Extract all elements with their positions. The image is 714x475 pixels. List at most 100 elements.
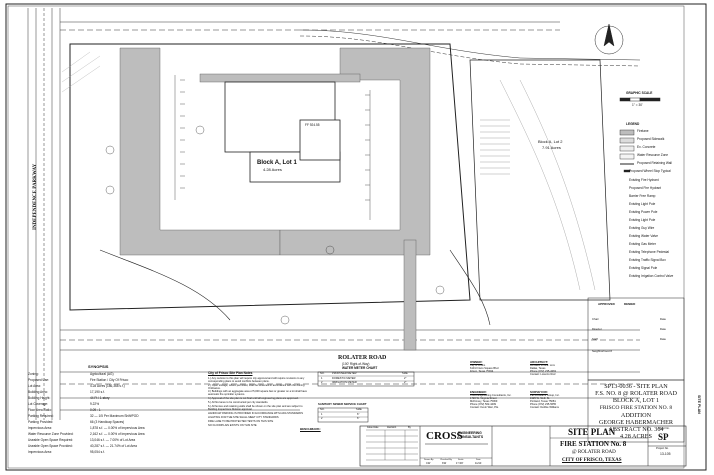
legend-item: Existing Fire Hydrant (629, 178, 659, 182)
synopsis-value: 2,162 s.f. — 0.00% of Impervious Area (90, 432, 145, 436)
synopsis-value: 40,287 s.f. — 21.74% of Lot Area (90, 444, 137, 448)
drawn-value: KW (442, 461, 447, 465)
retaining-walls (99, 249, 491, 326)
lighting-note: LIGHTING FOR THE SITE SHALL MEET CITY ST… (208, 416, 279, 420)
note-item: 4.) Approval of the site plan is not fin… (208, 397, 299, 401)
sheet-inner-border (7, 5, 685, 469)
lot-2-boundary (469, 59, 611, 301)
legend-item: Existing Traffic Signal Box (629, 258, 666, 262)
side-sheet-label: SITE PLAN (697, 395, 701, 414)
synopsis-label: Building Area: (28, 390, 48, 394)
drawn-value: 11/13 (475, 461, 482, 465)
benchmark-title: BENCHMARK: (300, 427, 321, 431)
revision-header: By (408, 426, 411, 429)
legend-item: Existing Telephone Pedestal (629, 250, 669, 254)
architect-line: Architect Phone: xxxx (530, 364, 555, 367)
owner-line: 6101 Frisco Square Blvd (470, 367, 499, 370)
legend-item: Ex. Concrete (637, 145, 656, 149)
lot-2-contour (499, 79, 581, 291)
meter-cell: 1 (321, 376, 323, 380)
synopsis-value: 1,878 s.f. — 0.00% of Impervious Area (90, 426, 145, 430)
legend-item: Existing Power Pole (629, 210, 658, 214)
owner-line: Frisco, Texas 75034 (470, 370, 494, 373)
approval-date-label: Date (660, 327, 666, 331)
note-item: 3.) Buildings with an aggregate area of … (208, 390, 307, 397)
project-location: @ ROLATER ROAD (572, 450, 616, 455)
drawn-value: 1"=30' (456, 461, 464, 465)
revision-table-grid (366, 429, 418, 461)
lot-1-title: Block A, Lot 1 (257, 160, 297, 166)
synopsis-label: Lot Area: (28, 384, 41, 388)
architect-line: Dallas, Texas (530, 367, 546, 370)
synopsis-value: 66 (3 Handicap Spaces) (90, 420, 125, 424)
approval-label: Chair (592, 317, 599, 321)
legend-item: Barrier Free Ramp (629, 194, 656, 198)
project-line: F.S. NO. 8 @ ROLATER ROAD (595, 390, 677, 398)
synopsis-label: Water Resource Zone Provided: (28, 432, 74, 436)
approval-denied: DENIED (624, 302, 636, 306)
graphic-scale-label: GRAPHIC SCALE (626, 91, 653, 95)
building-footprint (224, 81, 341, 183)
architect-line: Phone (972) 235-4363 (530, 370, 556, 373)
project-no-label: Project No. (656, 447, 669, 450)
engineer-line: Phone (972) 562-4409 (470, 403, 496, 406)
sewer-cell: 6" (357, 417, 360, 420)
note-item: 6.) All fences and retaining walls shall… (208, 404, 303, 411)
legend-item: Proposed Wheel Stop Typical (629, 169, 671, 173)
legend-item: Existing Light Pole (629, 218, 656, 222)
synopsis-value: 17,190 s.f. (90, 390, 105, 394)
engineer-block: ENGINEER: Cross Engineering Consultants,… (470, 390, 526, 409)
independence-parkway-lines (27, 8, 61, 420)
architect-title: ARCHITECT: (530, 360, 548, 364)
sewer-cell: 2 (321, 417, 323, 420)
meter-header: NO. (320, 371, 325, 375)
legend-item: Firelane (637, 129, 649, 133)
owner-line: City of Frisco (470, 364, 486, 367)
revision-header: Issue Date (367, 426, 379, 429)
legend-item: Water Resource Zone (637, 153, 669, 157)
synopsis-label: Zoning: (28, 372, 39, 376)
synopsis-label: Useable Open Space Required: (28, 438, 74, 442)
architect-block: ARCHITECT: Architect Phone: xxxx Dallas,… (530, 360, 586, 376)
synopsis-label: Useable Open Space Provided: (28, 444, 73, 448)
engineer-line: Cross Engineering Consultants, Inc. (470, 394, 512, 397)
project-info-box (587, 379, 685, 443)
owner-title: OWNER: (470, 360, 483, 364)
surveyor-line: Portland, Texas 75081 (530, 400, 556, 403)
legend-item: Existing Water Valve (629, 234, 659, 238)
synopsis-value: 9.22% (90, 402, 100, 406)
legend-item: Existing Gas Meter (629, 242, 656, 246)
graphic-scale-units: 1" = 30' (632, 103, 643, 107)
meter-header: PROPOSED METER (332, 371, 357, 375)
meter-cell: 2" (404, 376, 407, 380)
lot-2-acres: 7.91 Acres (542, 145, 561, 150)
legend-item: Proposed Retaining Wall (637, 161, 672, 165)
synopsis-label: Lot Coverage: (28, 402, 49, 406)
drawn-label: Checked By (440, 459, 452, 461)
water-meter-title: WATER METER CHART (342, 366, 378, 370)
project-line: BLOCK A, LOT 1 (612, 397, 660, 405)
synopsis-label: Proposed Use: (28, 378, 50, 382)
note-item: 1.) Any revision to this plan will requi… (208, 377, 305, 383)
sewer-cell: 1 (321, 412, 323, 416)
synopsis-value: 0.09 : 1 (90, 408, 101, 412)
revision-header: Revision (387, 426, 397, 429)
surveyor-block: SURVEYOR: Pat McAdams Group, Inc. 1925 W… (530, 390, 586, 409)
project-name: FIRE STATION No. 8 (560, 440, 627, 448)
surveyor-title: SURVEYOR: (530, 390, 548, 394)
rolater-road-row: (100' Right-of-Way) (342, 362, 370, 366)
legend-symbols (619, 129, 635, 173)
sheet-border (5, 3, 707, 471)
sheet-no: SP (658, 432, 669, 442)
synopsis-value: Agricultural (AG) (90, 372, 114, 376)
meter-cell: IRRIGATION METER (332, 381, 357, 384)
graphic-scale-bar (619, 97, 661, 102)
sewer-chart-table (317, 407, 369, 423)
synopsis-label: Parking Provided: (28, 420, 54, 424)
project-line: ADDITION (620, 411, 652, 419)
sewer-header: NO. (320, 407, 325, 411)
firelane-area (119, 47, 431, 351)
surveyor-line: Contact: Debbie Williams (530, 406, 559, 409)
